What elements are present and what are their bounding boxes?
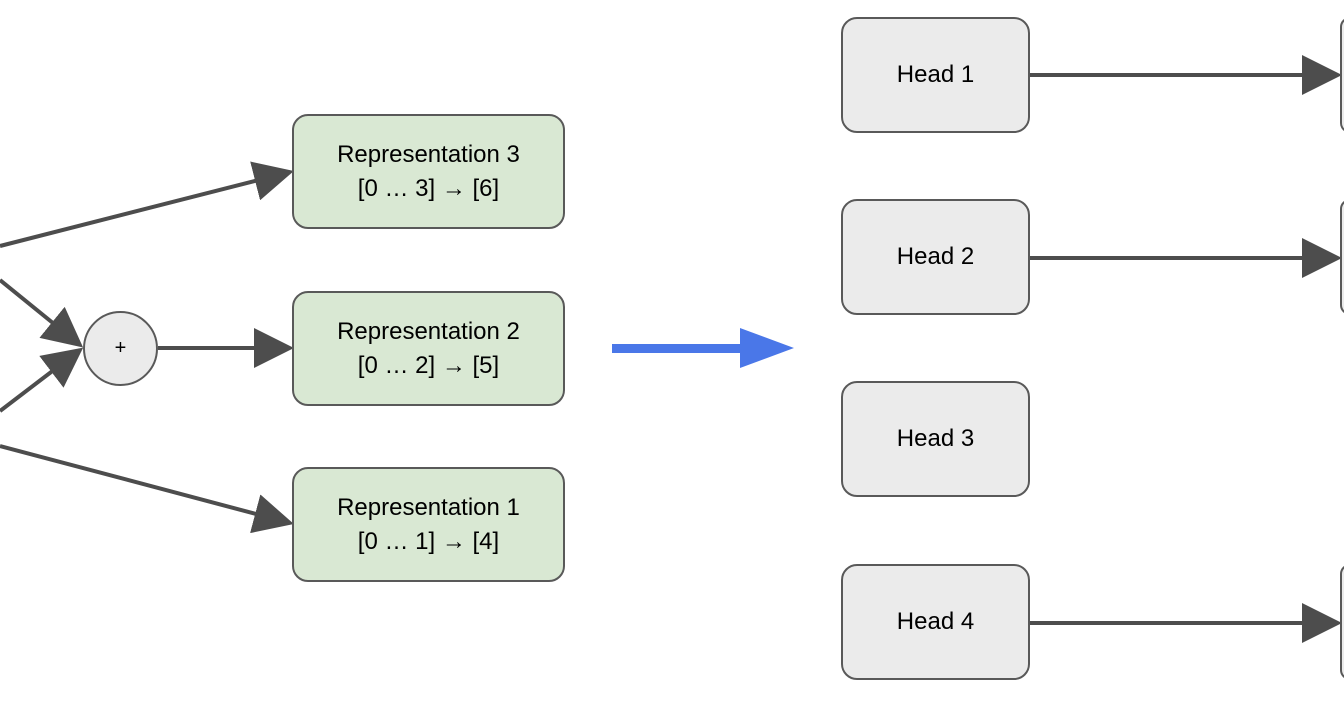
head-2-target-box: [1340, 199, 1344, 315]
representation-3-title: Representation 3: [337, 140, 520, 168]
representation-2-box: Representation 2 [0 … 2] → [5]: [292, 291, 565, 406]
representation-1-title: Representation 1: [337, 493, 520, 521]
representation-1-box: Representation 1 [0 … 1] → [4]: [292, 467, 565, 582]
representation-1-range: [0 … 1] → [4]: [357, 527, 500, 555]
sum-symbol: +: [114, 337, 127, 359]
head-1-box: Head 1: [841, 17, 1030, 133]
head-4-box: Head 4: [841, 564, 1030, 680]
head-3-box: Head 3: [841, 381, 1030, 497]
arrow-to-representation-3: [0, 161, 294, 248]
arrow-to-sum-lower: [0, 347, 84, 413]
head-1-label: Head 1: [896, 61, 975, 88]
head-3-label: Head 3: [896, 425, 975, 452]
representation-3-box: Representation 3 [0 … 3] → [6]: [292, 114, 565, 229]
representation-2-title: Representation 2: [337, 317, 520, 345]
representation-2-range: [0 … 2] → [5]: [357, 351, 500, 379]
transition-arrow: [612, 328, 794, 368]
arrow-to-representation-1: [0, 444, 294, 534]
head-2-box: Head 2: [841, 199, 1030, 315]
head-1-target-box: [1340, 17, 1344, 133]
representation-3-range: [0 … 3] → [6]: [357, 174, 500, 202]
head-2-label: Head 2: [896, 243, 975, 270]
head-4-label: Head 4: [896, 608, 975, 635]
sum-node: +: [83, 311, 158, 386]
head-4-target-box: [1340, 564, 1344, 680]
arrow-to-sum-upper: [0, 278, 84, 348]
